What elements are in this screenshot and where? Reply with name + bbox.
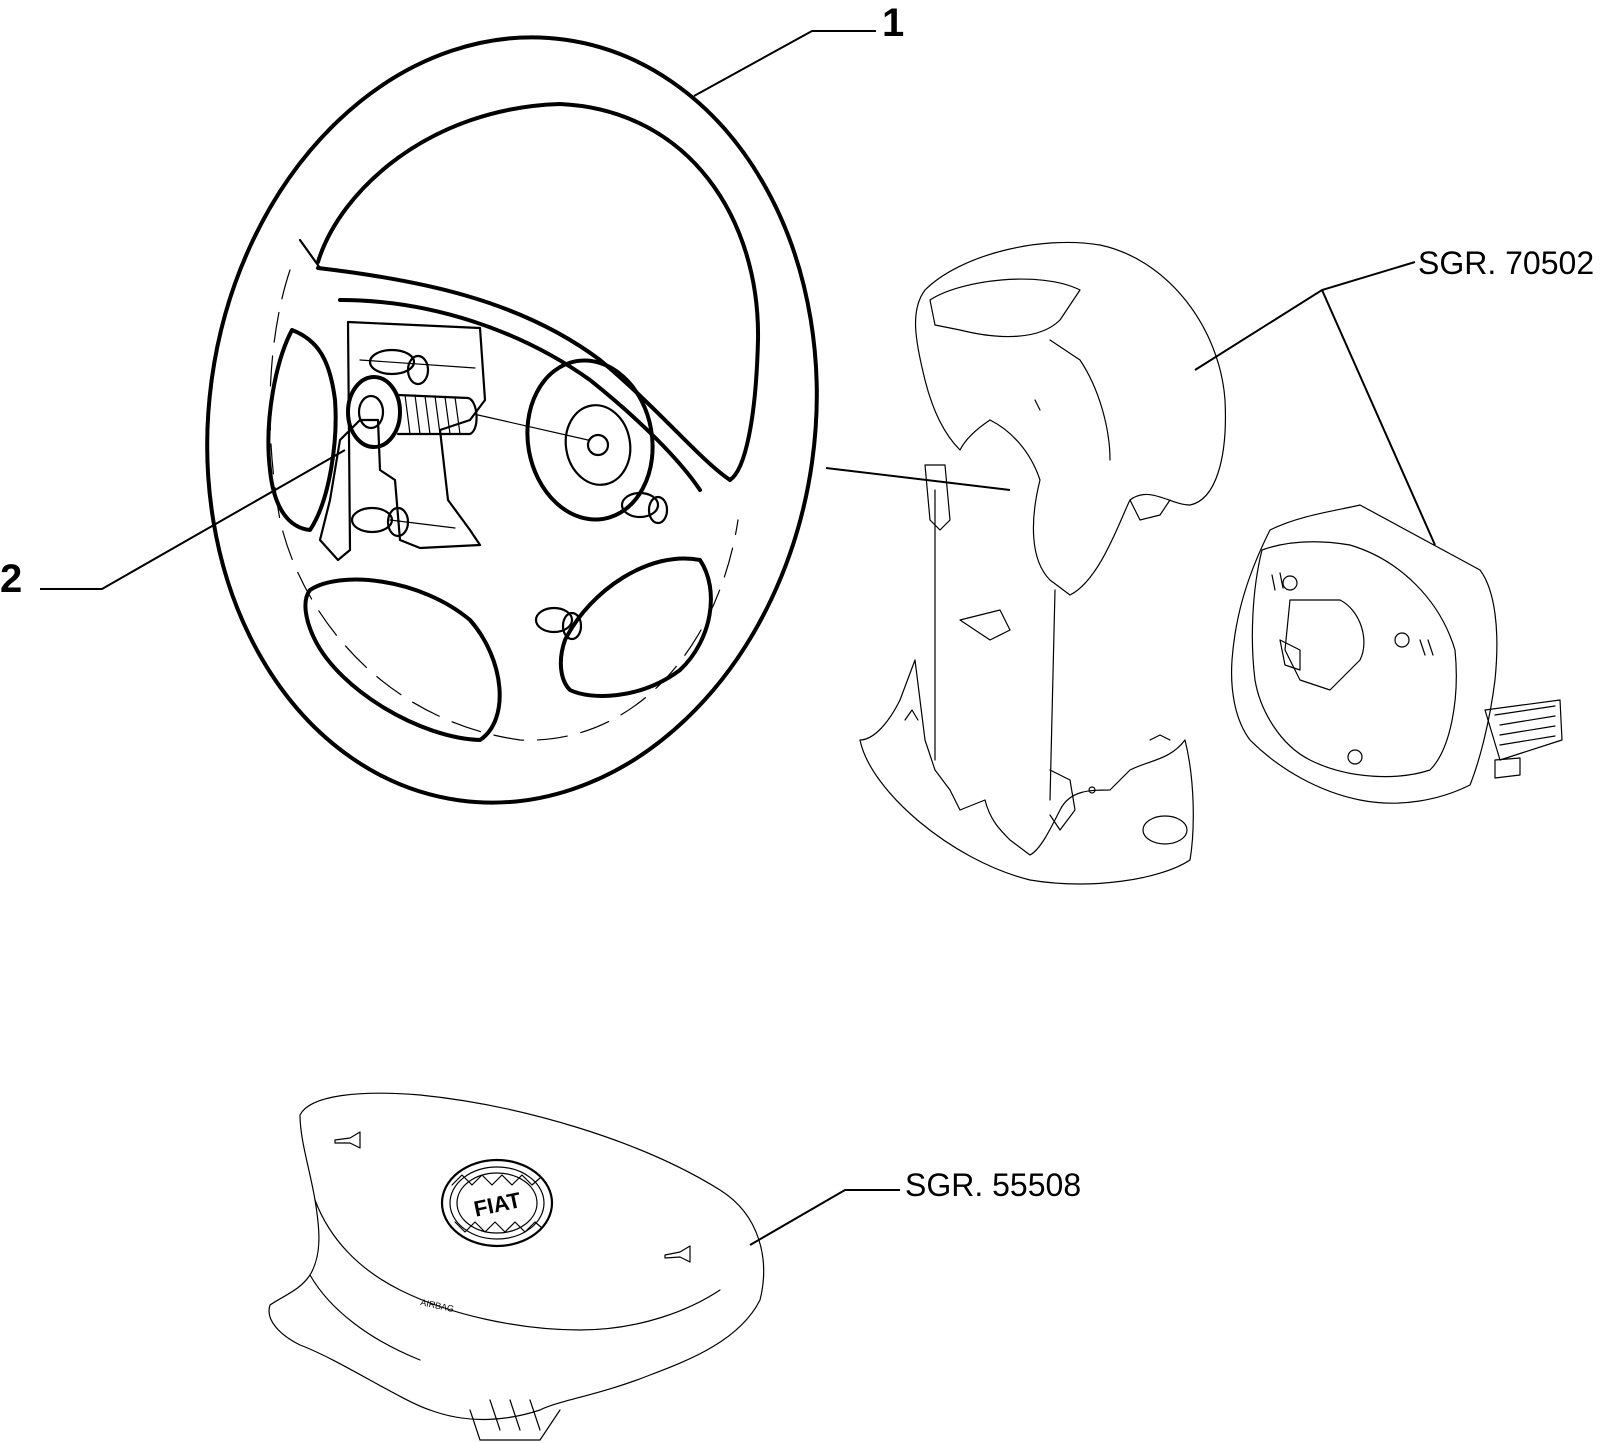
fiat-emblem-text: FIAT (472, 1187, 524, 1221)
switch-housing (1231, 504, 1563, 804)
steering-column-cover (859, 241, 1227, 885)
mounting-bolt (346, 375, 589, 449)
callout-part-1: 1 (882, 1, 904, 45)
callout-part-2: 2 (0, 557, 22, 601)
steering-wheel (205, 35, 819, 805)
airbag-label: AIRBAG (420, 1297, 455, 1314)
mounting-boss (620, 491, 669, 525)
callout-sgr-55508: SGR. 55508 (905, 1167, 1081, 1203)
mounting-boss (368, 348, 430, 386)
mounting-boss (534, 606, 583, 641)
callout-sgr-70502: SGR. 70502 (1418, 245, 1594, 281)
fiat-emblem: FIAT (440, 1158, 554, 1248)
leader-lines (40, 30, 1436, 1246)
airbag-module: FIAT AIRBAG (268, 1092, 765, 1441)
mounting-boss (350, 506, 410, 538)
